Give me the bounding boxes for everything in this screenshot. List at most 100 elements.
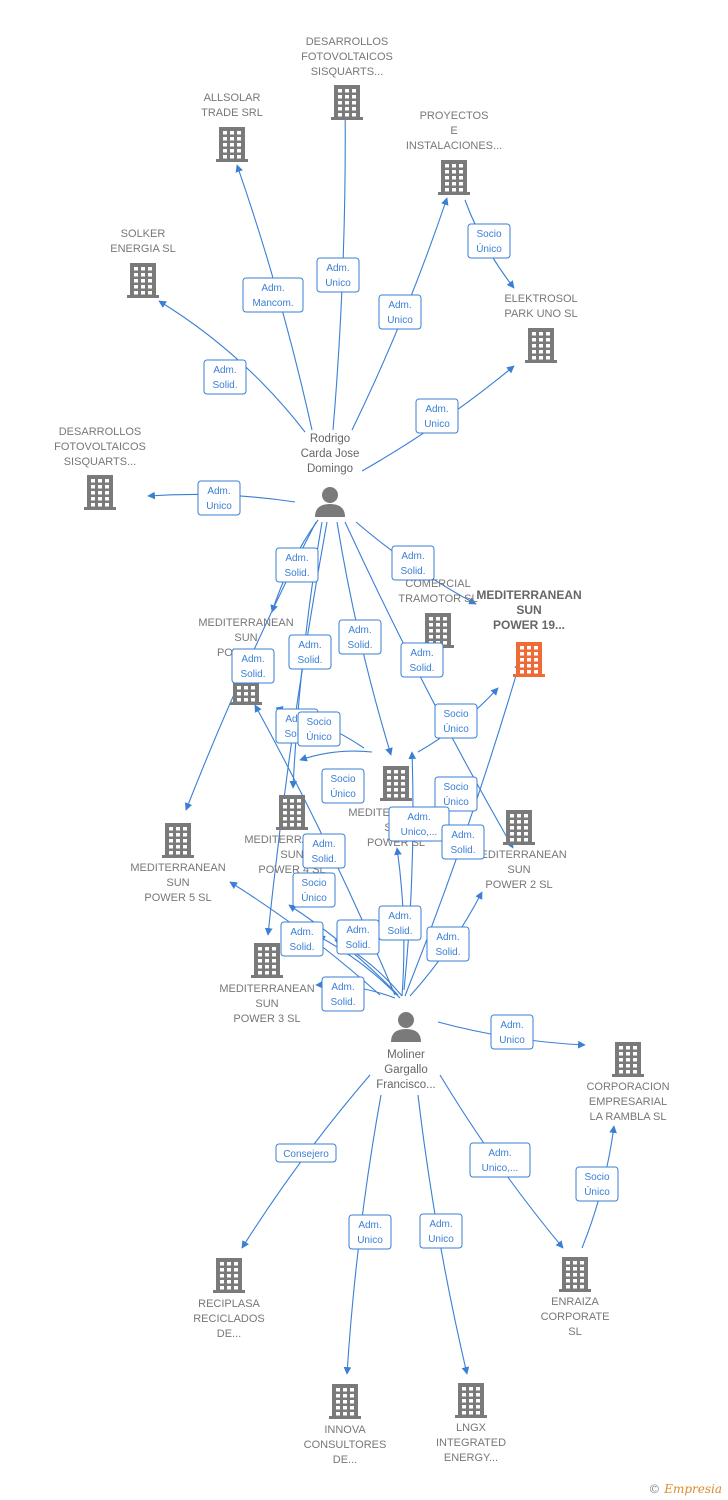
edge-label-box[interactable]: Adm.Unico [490, 1014, 534, 1050]
edge-label-box[interactable]: Adm.Solid. [231, 648, 275, 684]
company-label[interactable]: SUN [507, 864, 530, 876]
company-label[interactable]: PROYECTOS [420, 110, 489, 122]
edge-label-box[interactable]: Adm.Unico,... [469, 1142, 531, 1178]
building-icon[interactable] [329, 1384, 361, 1419]
edge-label-box[interactable]: Adm.Unico [415, 398, 459, 434]
company-label[interactable]: PARK UNO SL [504, 308, 577, 320]
company-label[interactable]: SL [568, 1326, 581, 1338]
company-label[interactable]: SOLKER [121, 228, 166, 240]
building-icon[interactable] [216, 127, 248, 162]
building-icon[interactable] [513, 642, 545, 677]
company-label[interactable]: INSTALACIONES... [406, 140, 502, 152]
person-icon[interactable] [315, 487, 345, 517]
edge-label-box[interactable]: Adm.Unico [419, 1213, 463, 1249]
company-label[interactable]: TRADE SRL [201, 107, 263, 119]
company-label[interactable]: ENERGIA SL [110, 243, 175, 255]
company-label[interactable]: RECICLADOS [193, 1313, 265, 1325]
person-label[interactable]: Francisco... [376, 1079, 435, 1091]
edge-label-box[interactable]: Adm.Solid. [378, 905, 422, 941]
company-label[interactable]: FOTOVOLTAICOS [54, 441, 146, 453]
company-label[interactable]: COMERCIAL [405, 578, 470, 590]
edge-label-box[interactable]: Adm.Solid. [336, 919, 380, 955]
company-label[interactable]: SUN [166, 877, 189, 889]
company-label[interactable]: E [450, 125, 457, 137]
edge-label-box[interactable]: Adm.Unico [348, 1214, 392, 1250]
edge-label-box[interactable]: Adm.Solid. [338, 619, 382, 655]
person-label[interactable]: Moliner [387, 1049, 425, 1061]
company-label[interactable]: POWER 2 SL [485, 879, 552, 891]
edge-label-box[interactable]: Adm.Solid. [400, 642, 444, 678]
building-icon[interactable] [503, 810, 535, 845]
company-label[interactable]: MEDITERRANEAN [130, 862, 225, 874]
edge-label-box[interactable]: Adm.Solid. [275, 547, 319, 583]
building-icon[interactable] [559, 1257, 591, 1292]
company-label[interactable]: MEDITERRANEAN [198, 617, 293, 629]
company-label[interactable]: POWER 3 SL [233, 1013, 300, 1025]
company-label[interactable]: INTEGRATED [436, 1437, 506, 1449]
building-icon[interactable] [276, 795, 308, 830]
company-label[interactable]: CORPORATE [541, 1311, 610, 1323]
edge-label-box[interactable]: Adm.Solid. [441, 824, 485, 860]
building-icon[interactable] [438, 160, 470, 195]
company-label[interactable]: EMPRESARIAL [589, 1096, 667, 1108]
edge-label-box[interactable]: Adm.Unico,... [388, 806, 450, 842]
company-label[interactable]: SUN [234, 632, 257, 644]
company-label[interactable]: LA RAMBLA SL [589, 1111, 666, 1123]
edge-label-box[interactable]: Consejero [275, 1143, 337, 1163]
edge-label-box[interactable]: Adm.Solid. [280, 921, 324, 957]
company-label[interactable]: DESARROLLOS [306, 36, 389, 48]
edge-label-box[interactable]: Adm.Unico [378, 294, 422, 330]
company-label[interactable]: DE... [333, 1454, 357, 1466]
company-label[interactable]: RECIPLASA [198, 1298, 260, 1310]
company-label[interactable]: SUN [516, 603, 541, 617]
building-icon[interactable] [612, 1042, 644, 1077]
edge-label-box[interactable]: Adm.Solid. [203, 359, 247, 395]
building-icon[interactable] [127, 263, 159, 298]
company-label[interactable]: CONSULTORES [304, 1439, 387, 1451]
building-icon[interactable] [162, 823, 194, 858]
company-label[interactable]: POWER 5 SL [144, 892, 211, 904]
company-label[interactable]: ENRAIZA [551, 1296, 599, 1308]
building-icon[interactable] [251, 943, 283, 978]
company-label[interactable]: ENERGY... [444, 1452, 498, 1464]
edge-label-box[interactable]: Adm.Solid. [426, 926, 470, 962]
building-icon[interactable] [84, 475, 116, 510]
edge-label-box[interactable]: Adm.Unico [197, 480, 241, 516]
company-label[interactable]: CORPORACION [586, 1081, 669, 1093]
building-icon[interactable] [525, 328, 557, 363]
company-label[interactable]: SUN [255, 998, 278, 1010]
person-label[interactable]: Carda Jose [301, 448, 360, 460]
company-label[interactable]: SISQUARTS... [311, 66, 384, 78]
building-icon[interactable] [331, 85, 363, 120]
company-label[interactable]: DESARROLLOS [59, 426, 142, 438]
company-label[interactable]: TRAMOTOR SL [398, 593, 477, 605]
company-label[interactable]: ELEKTROSOL [504, 293, 577, 305]
edge-label-box[interactable]: Adm.Unico [316, 257, 360, 293]
company-label[interactable]: MEDITERRANEAN [219, 983, 314, 995]
building-icon[interactable] [380, 766, 412, 801]
company-label[interactable]: SUN [280, 849, 303, 861]
company-label[interactable]: SISQUARTS... [64, 456, 137, 468]
edge-label-box[interactable]: Adm.Solid. [391, 545, 435, 581]
person-label[interactable]: Rodrigo [310, 433, 350, 445]
company-label[interactable]: POWER 19... [493, 618, 565, 632]
person-label[interactable]: Domingo [307, 463, 353, 475]
edge-label-box[interactable]: Adm.Solid. [288, 634, 332, 670]
edge-label-box[interactable]: Adm.Solid. [302, 833, 346, 869]
company-label[interactable]: ALLSOLAR [204, 92, 261, 104]
building-icon[interactable] [455, 1383, 487, 1418]
company-label[interactable]: MEDITERRANEAN [471, 849, 566, 861]
company-label[interactable]: FOTOVOLTAICOS [301, 51, 393, 63]
company-label[interactable]: MEDITERRANEAN [476, 588, 581, 602]
brand-name[interactable]: Empresia [664, 1482, 722, 1496]
person-label[interactable]: Gargallo [384, 1064, 427, 1076]
edge-label-box[interactable]: Adm.Solid. [321, 976, 365, 1012]
edge-label-box[interactable]: Adm.Mancom. [242, 277, 304, 313]
